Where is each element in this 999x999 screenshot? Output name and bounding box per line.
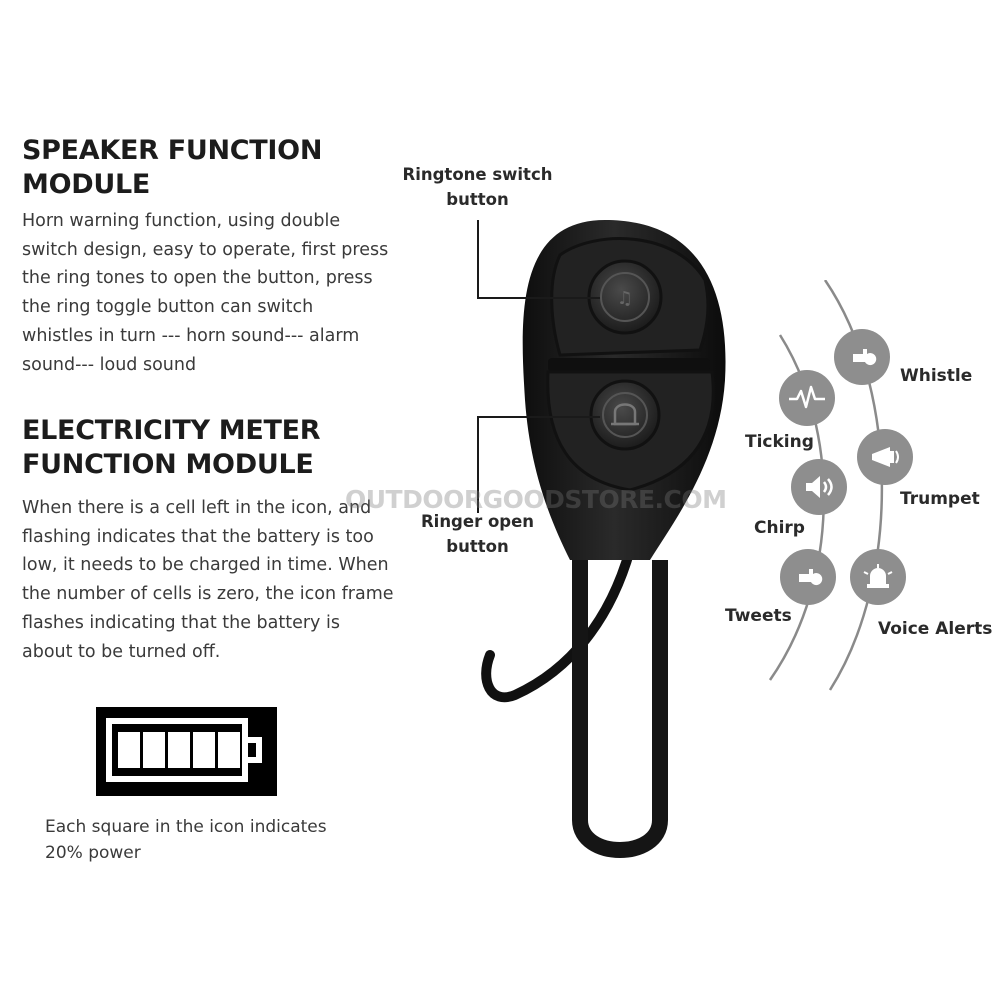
battery-cell <box>168 732 190 768</box>
meter-heading-line1: ELECTRICITY METER <box>22 415 321 446</box>
clip-loop <box>572 560 668 858</box>
tweets-label: Tweets <box>725 606 792 626</box>
voice-alerts-label: Voice Alerts <box>878 619 993 639</box>
whistle-label: Whistle <box>900 366 973 386</box>
button-divider <box>548 358 710 372</box>
trumpet-mode-icon <box>857 429 913 485</box>
meter-heading: ELECTRICITY METER FUNCTION MODULE <box>22 414 402 482</box>
meter-description: When there is a cell left in the icon, a… <box>22 494 402 666</box>
battery-caption-line1: Each square in the icon indicates <box>45 817 327 837</box>
ringer-callout-line1: Ringer open <box>420 512 535 531</box>
speaker-heading-line2: MODULE <box>22 169 151 200</box>
ringtone-callout-line1: Ringtone switch <box>402 165 553 184</box>
ticking-mode-icon <box>779 370 835 426</box>
speaker-line: switch design, easy to operate, first pr… <box>22 239 389 260</box>
meter-line: flashing indicates that the battery is t… <box>22 526 374 547</box>
ringer-open-button <box>589 379 661 451</box>
voice-alerts-mode-icon <box>850 549 906 605</box>
chirp-label: Chirp <box>754 518 805 538</box>
battery-cell <box>118 732 140 768</box>
device-illustration: ♫ <box>481 220 726 858</box>
speaker-section: SPEAKER FUNCTION MODULE Horn warning fun… <box>22 134 402 379</box>
battery-cells <box>118 732 240 768</box>
meter-line: low, it needs to be charged in time. Whe… <box>22 555 389 576</box>
meter-line: When there is a cell left in the icon, a… <box>22 498 372 518</box>
battery-cell <box>218 732 240 768</box>
ticking-label: Ticking <box>745 432 814 452</box>
speaker-line: sound--- loud sound <box>22 354 197 375</box>
trumpet-label: Trumpet <box>900 489 980 509</box>
ringer-open-callout: Ringer open button <box>405 509 550 559</box>
battery-caption: Each square in the icon indicates 20% po… <box>45 814 327 866</box>
lanyard-cord <box>481 545 635 703</box>
speaker-heading-line1: SPEAKER FUNCTION <box>22 135 323 166</box>
meter-line: flashes indicating that the battery is <box>22 612 340 633</box>
battery-terminal-inner <box>248 743 256 757</box>
ringtone-callout-line2: button <box>446 190 509 209</box>
speaker-line: the ring tones to open the button, press <box>22 268 373 289</box>
battery-caption-line2: 20% power <box>45 843 141 863</box>
callout-lines <box>477 220 600 513</box>
meter-heading-line2: FUNCTION MODULE <box>22 449 314 480</box>
battery-cell <box>143 732 165 768</box>
speaker-description: Horn warning function, using double swit… <box>22 207 402 379</box>
meter-section: ELECTRICITY METER FUNCTION MODULE When t… <box>22 414 402 666</box>
speaker-heading: SPEAKER FUNCTION MODULE <box>22 134 402 202</box>
speaker-line: Horn warning function, using double <box>22 211 341 231</box>
whistle-mode-icon <box>834 329 890 385</box>
ringtone-switch-callout: Ringtone switch button <box>395 162 560 212</box>
speaker-line: whistles in turn --- horn sound--- alarm <box>22 325 360 346</box>
battery-cell <box>193 732 215 768</box>
meter-line: about to be turned off. <box>22 641 221 662</box>
meter-line: the number of cells is zero, the icon fr… <box>22 584 394 605</box>
tweets-mode-icon <box>780 549 836 605</box>
watermark-text: OUTDOORGOODSTORE.COM <box>345 485 727 514</box>
speaker-line: the ring toggle button can switch <box>22 297 314 318</box>
svg-text:♫: ♫ <box>617 288 633 309</box>
battery-icon <box>96 707 277 796</box>
chirp-mode-icon <box>791 459 847 515</box>
ringer-callout-line2: button <box>446 537 509 556</box>
